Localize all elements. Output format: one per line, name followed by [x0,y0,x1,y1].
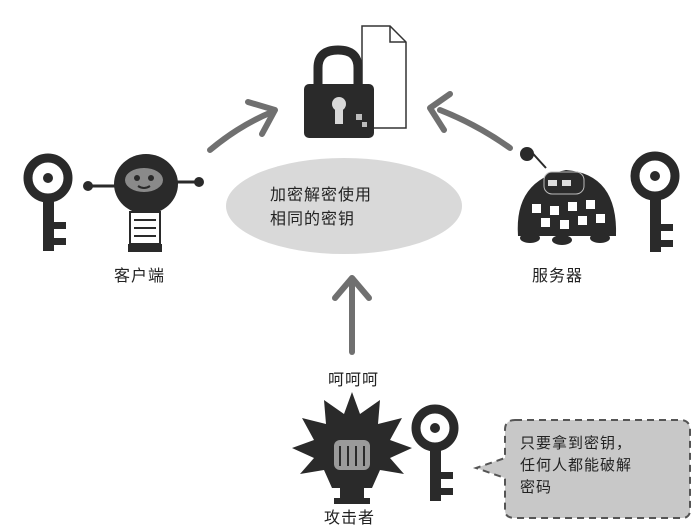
arrow-client-to-lock [207,109,275,153]
attacker-label: 攻击者 [324,508,376,527]
center-line-2: 相同的密钥 [270,209,356,228]
server-key-icon [630,151,680,252]
callout-line-3: 密码 [520,478,553,496]
server-robot-icon [517,147,617,245]
client-robot-icon [83,154,204,252]
attacker-laugh-label: 呵呵呵 [328,370,380,389]
attacker-key-icon [411,404,459,501]
client-key-icon [23,153,73,251]
arrow-server-to-lock [437,107,513,151]
callout-line-1: 只要拿到密钥， [520,434,633,452]
callout-line-2: 任何人都能破解 [520,456,633,474]
arrow-attacker-to-center-head [332,275,372,301]
client-label: 客户端 [114,266,166,285]
attacker-icon [292,392,412,504]
center-line-1: 加密解密使用 [270,185,373,204]
arrow-client-to-lock-head [245,99,278,137]
server-label: 服务器 [532,266,584,285]
center-ellipse-text: 加密解密使用 相同的密钥 [270,183,420,231]
callout-bubble [472,419,691,519]
callout-text: 只要拿到密钥， 任何人都能破解 密码 [520,432,680,498]
arrow-server-to-lock-head [427,91,453,133]
padlock-icon [304,45,374,138]
center-ellipse [226,158,462,254]
